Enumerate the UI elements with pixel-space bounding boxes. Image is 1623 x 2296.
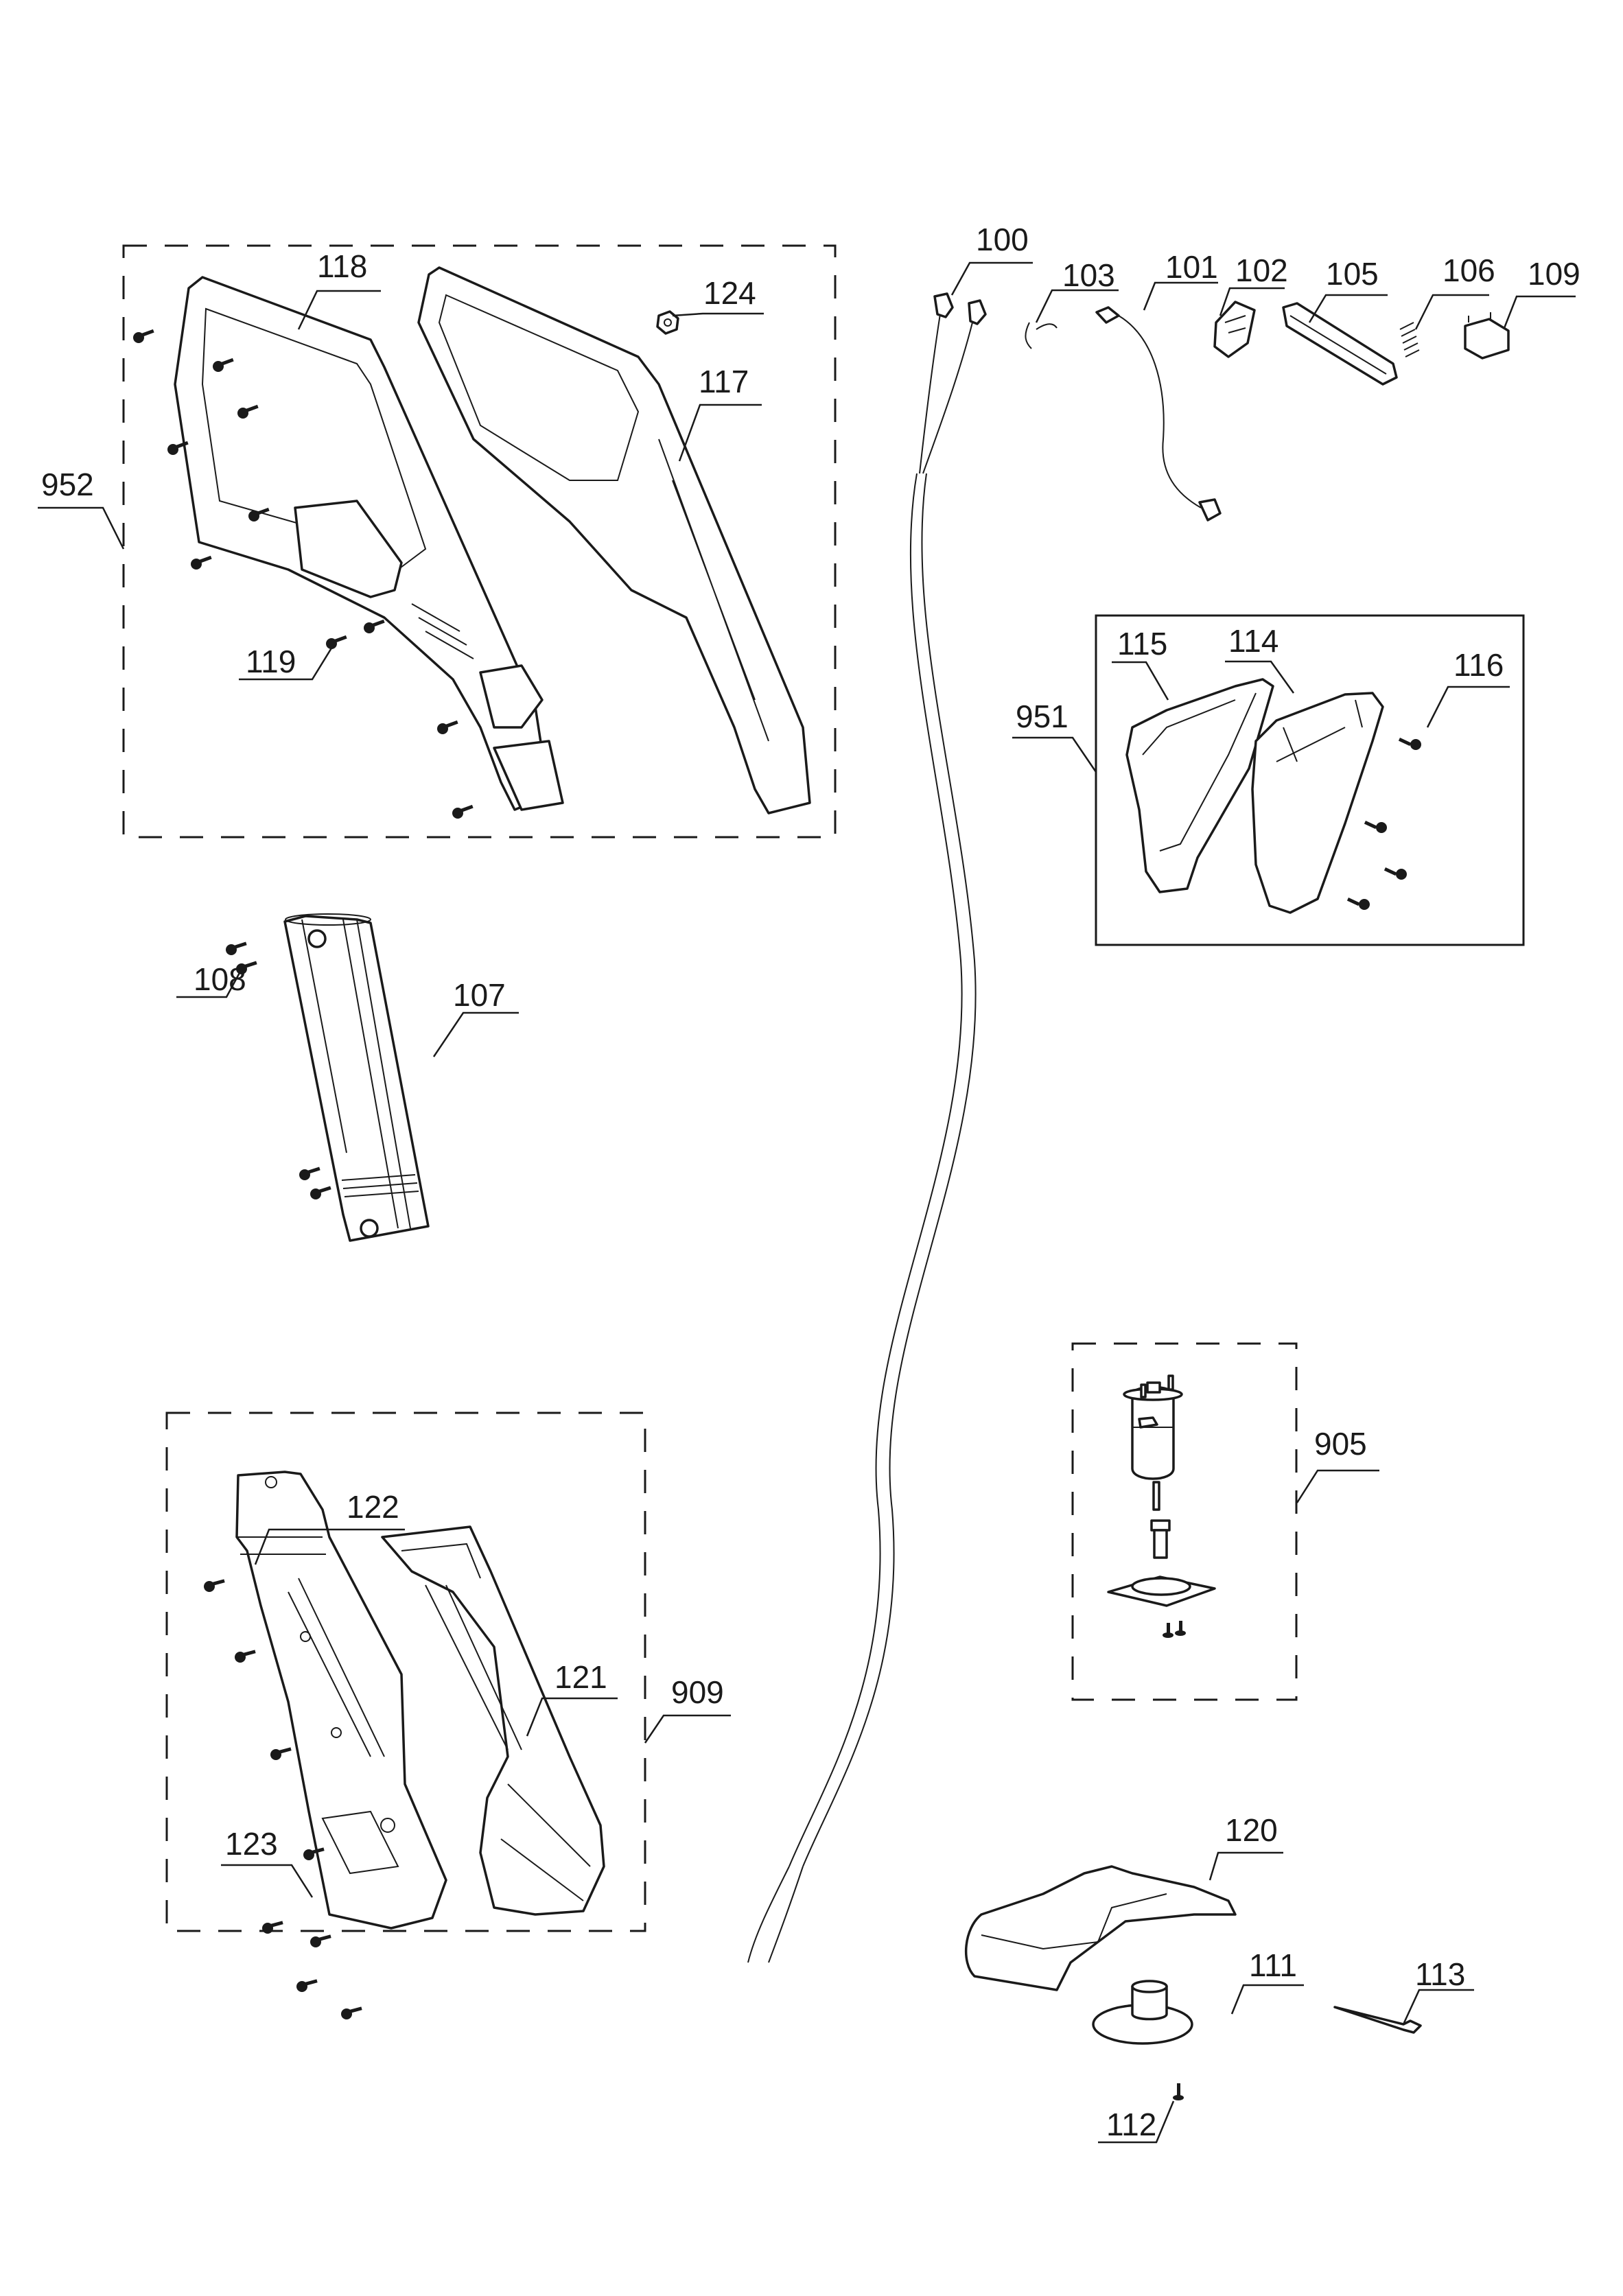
part-103-wire-connector bbox=[1025, 322, 1058, 349]
screws-909 bbox=[204, 1579, 362, 2019]
part-102-switch-block bbox=[1213, 301, 1256, 358]
group-905-box bbox=[1071, 1342, 1298, 1701]
part-121-housing-half bbox=[381, 1525, 605, 1916]
screws-108 bbox=[226, 941, 331, 1199]
part-107-shaft-tube bbox=[283, 913, 430, 1242]
part-124-nut bbox=[656, 310, 679, 335]
part-100-power-cable bbox=[747, 292, 987, 1963]
screw-icon bbox=[235, 1650, 256, 1663]
screw-icon bbox=[1364, 821, 1387, 833]
label-123: 123 bbox=[225, 1826, 278, 1862]
group-905-motor: 905 bbox=[1071, 1342, 1379, 1701]
group-952-box bbox=[122, 244, 837, 839]
screw-icon bbox=[248, 507, 270, 522]
screw-icon bbox=[1346, 898, 1370, 910]
screw-icon bbox=[303, 1847, 325, 1860]
label-951: 951 bbox=[1016, 699, 1069, 734]
part-117-handle-half bbox=[417, 266, 811, 815]
label-114: 114 bbox=[1228, 623, 1278, 659]
label-109: 109 bbox=[1528, 256, 1580, 292]
label-112: 112 bbox=[1106, 2107, 1156, 2142]
label-119: 119 bbox=[246, 644, 296, 679]
part-115-handle-half bbox=[1125, 678, 1274, 893]
screw-icon bbox=[213, 358, 234, 372]
screw-icon bbox=[191, 555, 212, 570]
label-118: 118 bbox=[317, 248, 367, 284]
part-109-microswitch bbox=[1464, 312, 1510, 360]
screw-icon bbox=[236, 961, 257, 974]
motor bbox=[1123, 1374, 1183, 1511]
screw-icon bbox=[1383, 867, 1407, 880]
label-103: 103 bbox=[1062, 257, 1115, 293]
screw-icon bbox=[296, 1979, 318, 1992]
screw-icon bbox=[133, 329, 154, 343]
label-117: 117 bbox=[699, 364, 749, 399]
motor-plate bbox=[1107, 1575, 1216, 1607]
label-909: 909 bbox=[671, 1674, 724, 1710]
screw-icon bbox=[167, 441, 189, 455]
screw-icon bbox=[1175, 1621, 1186, 1636]
label-107: 107 bbox=[453, 977, 506, 1013]
label-121: 121 bbox=[554, 1659, 607, 1695]
screw-icon bbox=[1398, 738, 1421, 750]
label-115: 115 bbox=[1117, 626, 1167, 661]
group-951-auxiliary-handle: 115 114 116 951 bbox=[1012, 614, 1525, 946]
plate-screws bbox=[1163, 1621, 1186, 1638]
label-100: 100 bbox=[976, 222, 1029, 257]
label-120: 120 bbox=[1225, 1812, 1278, 1848]
label-108: 108 bbox=[194, 961, 246, 997]
screw-icon bbox=[1163, 1623, 1174, 1638]
label-111: 111 bbox=[1249, 1947, 1297, 1983]
label-905: 905 bbox=[1314, 1426, 1367, 1462]
label-122: 122 bbox=[347, 1489, 399, 1525]
screw-icon bbox=[204, 1579, 225, 1592]
part-106-spring bbox=[1399, 322, 1420, 358]
label-106: 106 bbox=[1443, 253, 1495, 288]
part-101-switch-lead bbox=[1095, 306, 1222, 522]
label-102: 102 bbox=[1235, 253, 1288, 288]
screw-icon bbox=[452, 804, 474, 819]
part-120-guard bbox=[965, 1865, 1237, 1991]
label-101: 101 bbox=[1165, 249, 1218, 285]
part-113-cutting-blade bbox=[1333, 2006, 1422, 2034]
part-122-housing-half bbox=[235, 1471, 447, 1930]
screw-icon bbox=[270, 1747, 292, 1760]
label-113: 113 bbox=[1415, 1956, 1465, 1992]
part-105-switch-trigger bbox=[1282, 302, 1398, 386]
screw-icon bbox=[237, 404, 259, 419]
group-951-box bbox=[1095, 614, 1525, 946]
label-952: 952 bbox=[41, 467, 94, 502]
part-112-screw bbox=[1173, 2083, 1184, 2100]
part-111-spool bbox=[1092, 1980, 1193, 2045]
screw-icon bbox=[364, 619, 385, 633]
screw-icon bbox=[226, 941, 247, 955]
screws-952 bbox=[133, 329, 474, 819]
motor-coupling bbox=[1150, 1519, 1171, 1559]
group-909-motor-housing: 122 121 123 909 bbox=[165, 1411, 731, 2019]
label-105: 105 bbox=[1326, 256, 1379, 292]
label-124: 124 bbox=[703, 275, 756, 311]
screws-951 bbox=[1346, 738, 1421, 910]
group-909-box bbox=[165, 1411, 646, 1932]
screw-icon bbox=[310, 1934, 331, 1947]
group-952-upper-handle: 118 124 117 952 119 bbox=[38, 244, 837, 839]
part-114-handle-half bbox=[1251, 692, 1384, 914]
screw-icon bbox=[437, 720, 458, 734]
screw-icon bbox=[299, 1167, 320, 1180]
screw-icon bbox=[310, 1186, 331, 1199]
screw-icon bbox=[262, 1921, 283, 1934]
screw-icon bbox=[326, 635, 347, 649]
screw-icon bbox=[341, 2006, 362, 2019]
label-116: 116 bbox=[1453, 647, 1504, 683]
